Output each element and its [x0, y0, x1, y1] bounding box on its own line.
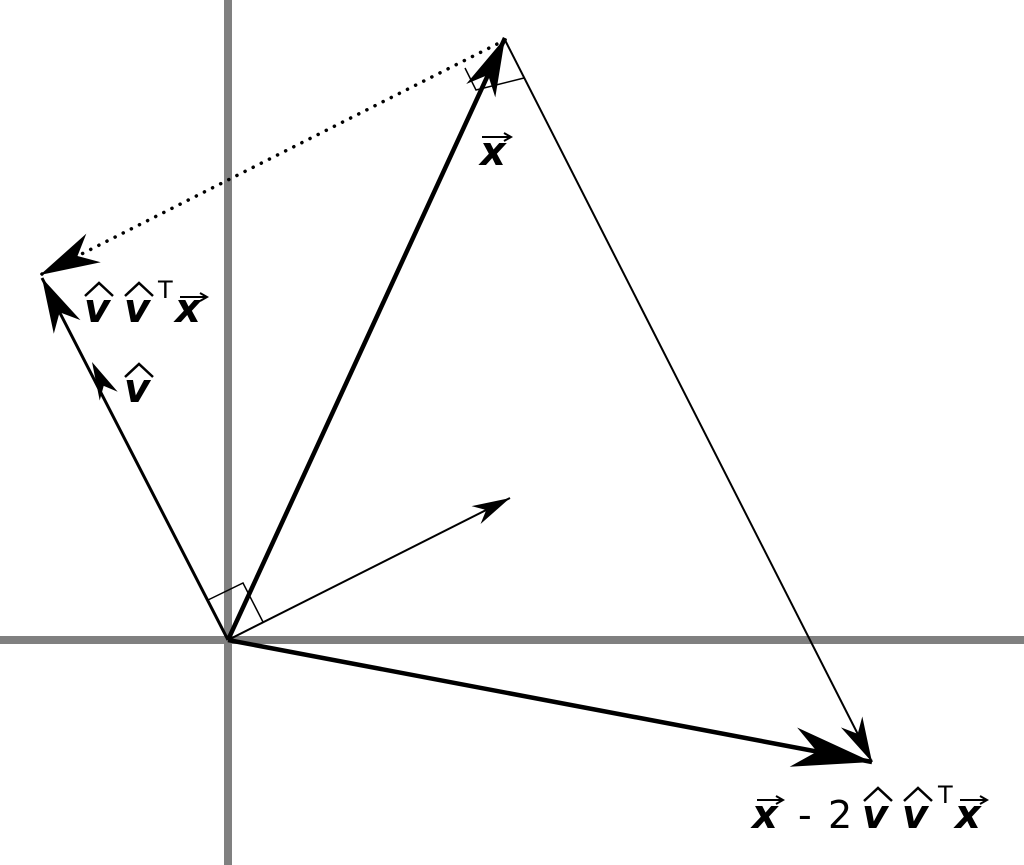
- vector-v-hat-arrowhead: [92, 362, 118, 401]
- label-proj-x: x: [173, 286, 202, 332]
- label-refl-minus: -: [798, 793, 812, 837]
- hat-icon: [863, 786, 893, 802]
- difference-vector: [504, 39, 873, 763]
- vector-v-hat-projection-arrowhead: [42, 278, 81, 334]
- hat-icon: [124, 362, 154, 378]
- vector-x-arrowhead: [466, 38, 505, 98]
- label-refl-x1: x: [750, 792, 779, 838]
- label-projection: v v T x: [84, 276, 210, 332]
- projection-dotted-line: [38, 38, 507, 277]
- label-x-letter: x: [478, 129, 507, 175]
- right-angle-mark-origin: [207, 582, 264, 623]
- vector-arrow-icon: [482, 132, 514, 142]
- label-x-vector: x: [478, 129, 514, 175]
- reflected-vector-arrowhead: [789, 727, 872, 767]
- label-refl-two: 2: [828, 793, 852, 837]
- label-refl-x2: x: [953, 792, 982, 838]
- vector-arrow-icon: [757, 795, 786, 805]
- difference-vector-arrowhead: [840, 716, 872, 762]
- label-refl-transpose: T: [937, 781, 953, 809]
- vector-v-hat-projection: [40, 277, 230, 641]
- reflected-vector: [227, 637, 873, 765]
- label-reflection: x - 2 v v T x: [750, 781, 990, 838]
- hat-icon: [124, 281, 154, 297]
- label-proj-transpose: T: [157, 276, 173, 304]
- vector-arrow-icon: [180, 292, 210, 302]
- vector-arrow-icon: [960, 795, 990, 805]
- right-angle-mark-x-tip: [464, 67, 525, 91]
- perpendicular-vector-arrowhead: [471, 498, 510, 525]
- perpendicular-vector: [227, 497, 511, 641]
- hat-icon: [903, 786, 933, 802]
- projection-dotted-line-arrowhead: [40, 233, 101, 275]
- vector-x: [225, 37, 508, 641]
- label-v-hat: v: [124, 362, 154, 412]
- hat-icon: [84, 281, 114, 297]
